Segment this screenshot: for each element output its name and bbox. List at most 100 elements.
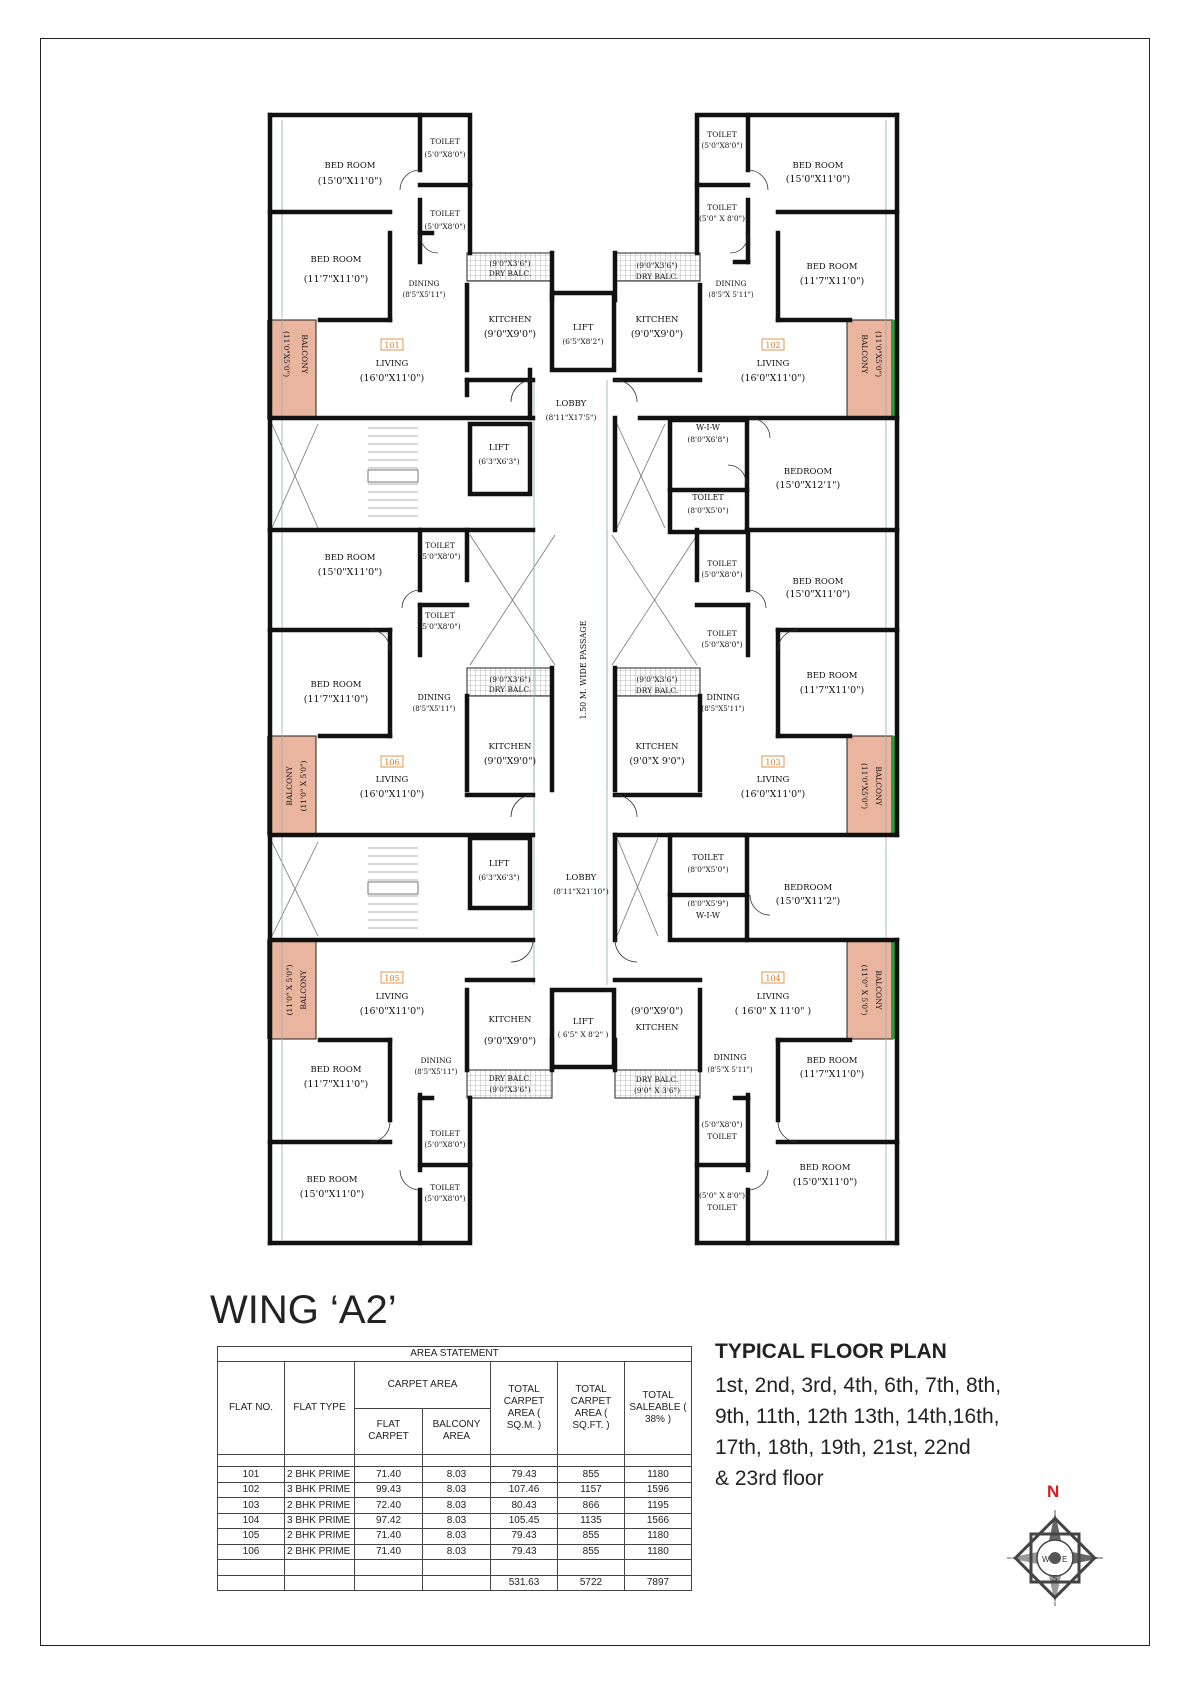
svg-text:TOILET: TOILET — [707, 203, 737, 212]
svg-text:TOILET: TOILET — [692, 493, 724, 502]
header-balcony-area: BALCONY AREA — [422, 1407, 491, 1456]
passage-label: 1.50 M. WIDE PASSAGE — [579, 620, 588, 719]
svg-text:(8'0"X6'8"): (8'0"X6'8") — [687, 435, 728, 444]
flat-104-tag: 104 — [765, 974, 780, 983]
svg-text:(9'0"X 9'0"): (9'0"X 9'0") — [629, 756, 684, 767]
svg-text:BEDROOM: BEDROOM — [784, 467, 833, 477]
svg-text:BED ROOM: BED ROOM — [310, 680, 361, 690]
svg-text:(9'0"X9'0"): (9'0"X9'0") — [484, 1036, 536, 1047]
spacer-cell — [217, 1454, 285, 1468]
svg-text:(11'0" X 5'0"): (11'0" X 5'0") — [860, 965, 869, 1016]
flat-105-tag: 105 — [384, 974, 399, 983]
svg-text:DINING: DINING — [420, 1056, 451, 1065]
svg-text:(5'0"X8'0"): (5'0"X8'0") — [424, 1140, 465, 1149]
svg-text:LIFT: LIFT — [573, 323, 594, 333]
svg-text:BED ROOM: BED ROOM — [792, 577, 843, 587]
svg-text:LOBBY: LOBBY — [566, 873, 597, 883]
svg-text:BALCONY: BALCONY — [300, 334, 309, 374]
svg-text:DINING: DINING — [706, 693, 739, 702]
svg-text:(9'0" X 3'6"): (9'0" X 3'6") — [634, 1086, 680, 1095]
svg-text:LIFT: LIFT — [573, 1017, 594, 1027]
svg-text:TOILET: TOILET — [425, 611, 455, 620]
bed-room-101-a: BED ROOM — [324, 161, 375, 171]
svg-text:(6'5"X8'2"): (6'5"X8'2") — [562, 337, 603, 346]
svg-text:TOILET: TOILET — [707, 629, 737, 638]
svg-text:(9'0"X9'0"): (9'0"X9'0") — [484, 329, 536, 340]
svg-text:(15'0"X11'0"): (15'0"X11'0") — [786, 589, 850, 600]
svg-text:LIVING: LIVING — [757, 992, 790, 1002]
svg-text:(9'0"X3'6"): (9'0"X3'6") — [489, 259, 530, 268]
svg-text:(11'7"X11'0"): (11'7"X11'0") — [800, 1069, 864, 1080]
svg-text:(8'0"X5'9"): (8'0"X5'9") — [687, 899, 728, 908]
svg-text:(11'7"X11'0"): (11'7"X11'0") — [304, 274, 368, 285]
svg-text:(15'0"X12'1"): (15'0"X12'1") — [776, 480, 840, 491]
svg-text:LIVING: LIVING — [376, 359, 409, 369]
svg-text:DRY BALC.: DRY BALC. — [636, 1075, 679, 1084]
svg-text:TOILET: TOILET — [430, 209, 460, 218]
svg-text:BALCONY: BALCONY — [874, 970, 883, 1010]
svg-text:(5'0"X8'0"): (5'0"X8'0") — [701, 1120, 742, 1129]
svg-text:TOILET: TOILET — [707, 559, 737, 568]
svg-text:TOILET: TOILET — [692, 853, 724, 862]
svg-text:(8'0"X5'0"): (8'0"X5'0") — [687, 506, 728, 515]
svg-text:LIVING: LIVING — [376, 992, 409, 1002]
svg-text:(11'7"X11'0"): (11'7"X11'0") — [304, 694, 368, 705]
svg-text:BED ROOM: BED ROOM — [310, 255, 361, 265]
svg-text:DINING: DINING — [715, 279, 746, 288]
svg-text:DINING: DINING — [713, 1053, 746, 1062]
svg-text:(9'0"X3'6"): (9'0"X3'6") — [636, 261, 677, 270]
svg-text:BED ROOM: BED ROOM — [306, 1175, 357, 1185]
header-flat-type: FLAT TYPE — [284, 1361, 355, 1456]
svg-text:BALCONY: BALCONY — [860, 334, 869, 374]
svg-text:(16'0"X11'0"): (16'0"X11'0") — [741, 789, 805, 800]
svg-text:(5'0" X 8'0"): (5'0" X 8'0") — [699, 1191, 745, 1200]
svg-text:(15'0"X11'0"): (15'0"X11'0") — [318, 567, 382, 578]
svg-text:DRY BALC.: DRY BALC. — [636, 272, 679, 281]
svg-text:W-I-W: W-I-W — [696, 423, 721, 432]
dry-balconies — [466, 252, 701, 1099]
svg-text:TOILET: TOILET — [707, 1203, 737, 1212]
svg-text:(6'3"X6'3"): (6'3"X6'3") — [478, 457, 519, 466]
svg-text:( 16'0" X 11'0" ): ( 16'0" X 11'0" ) — [735, 1006, 811, 1017]
svg-text:(8'5"X 5'11"): (8'5"X 5'11") — [707, 1066, 752, 1074]
svg-text:(5'0"X8'0"): (5'0"X8'0") — [701, 570, 742, 579]
svg-text:(9'0"X3'6"): (9'0"X3'6") — [489, 1085, 530, 1094]
drawing-sheet-border — [40, 38, 1150, 1646]
svg-text:BALCONY: BALCONY — [299, 969, 308, 1009]
glazing-lines — [281, 120, 887, 1240]
svg-text:(11'7"X11'0"): (11'7"X11'0") — [800, 276, 864, 287]
svg-text:(16'0"X11'0"): (16'0"X11'0") — [741, 373, 805, 384]
svg-text:BED ROOM: BED ROOM — [324, 553, 375, 563]
svg-text:TOILET: TOILET — [430, 1183, 460, 1192]
north-label: N — [1047, 1482, 1060, 1501]
total-sqft: 5722 — [557, 1574, 625, 1591]
header-flat-carpet: FLAT CARPET — [354, 1407, 423, 1456]
svg-text:(5'0"X8'0"): (5'0"X8'0") — [701, 141, 742, 150]
svg-text:(5'0"X8'0"): (5'0"X8'0") — [701, 640, 742, 649]
svg-text:(5'0"X8'0"): (5'0"X8'0") — [424, 150, 465, 159]
svg-text:LOBBY: LOBBY — [556, 399, 587, 409]
svg-text:(8'5"X 5'11"): (8'5"X 5'11") — [708, 291, 753, 299]
svg-text:DRY BALC.: DRY BALC. — [489, 269, 532, 278]
svg-text:BED ROOM: BED ROOM — [799, 1163, 850, 1173]
svg-text:(16'0"X11'0"): (16'0"X11'0") — [360, 373, 424, 384]
door-swings — [369, 169, 799, 1191]
svg-text:(11'0" X 5'0"): (11'0" X 5'0") — [285, 965, 294, 1016]
total-saleable: 7897 — [623, 1574, 693, 1591]
svg-text:(11'0"X5'0"): (11'0"X5'0") — [282, 331, 291, 377]
area-statement-table: AREA STATEMENT FLAT NO. FLAT TYPE CARPET… — [216, 1345, 693, 1591]
svg-text:(5'0"X8'0"): (5'0"X8'0") — [424, 1194, 465, 1203]
svg-text:KITCHEN: KITCHEN — [489, 742, 532, 752]
svg-text:(8'5"X5'11"): (8'5"X5'11") — [701, 705, 744, 713]
area-statement-title: AREA STATEMENT — [216, 1345, 693, 1363]
svg-text:(15'0"X11'0"): (15'0"X11'0") — [793, 1177, 857, 1188]
svg-text:TOILET: TOILET — [707, 130, 737, 139]
svg-text:LIFT: LIFT — [489, 443, 510, 453]
svg-text:KITCHEN: KITCHEN — [489, 315, 532, 325]
header-carpet-area: CARPET AREA — [354, 1361, 491, 1409]
svg-text:LIFT: LIFT — [489, 859, 510, 869]
svg-text:(8'5"X5'11"): (8'5"X5'11") — [414, 1068, 457, 1076]
